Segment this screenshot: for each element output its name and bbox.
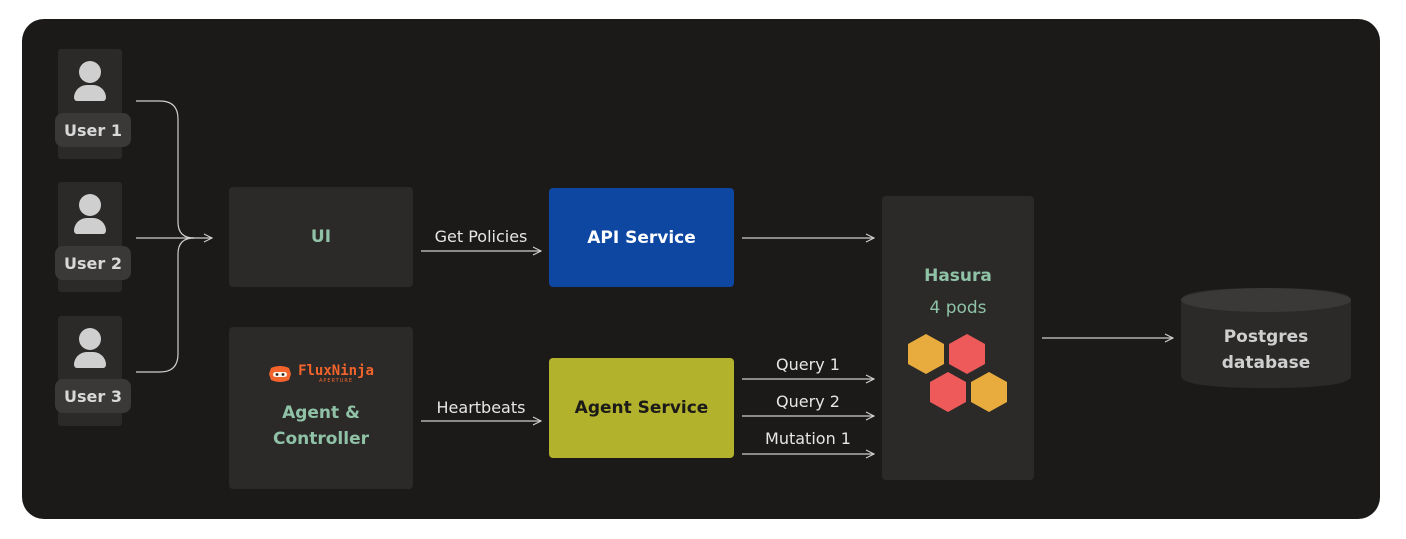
user-avatar-icon — [79, 61, 101, 83]
agent-service-node: Agent Service — [549, 358, 734, 458]
hasura-node: Hasura 4 pods — [882, 196, 1034, 480]
user-3-label: User 3 — [55, 379, 131, 413]
ninja-icon — [269, 366, 292, 382]
query2-label: Query 2 — [776, 392, 840, 411]
user-avatar-icon — [79, 194, 101, 216]
postgres-cylinder-icon — [1181, 288, 1351, 388]
user-1-label: User 1 — [55, 113, 131, 147]
agent-service-label: Agent Service — [574, 398, 709, 418]
pod-hex-3 — [930, 372, 966, 412]
pod-hex-1 — [908, 334, 944, 374]
ui-node-label: UI — [310, 227, 332, 247]
heartbeats-label: Heartbeats — [436, 398, 526, 417]
user-3-card: User 3 — [55, 316, 131, 426]
get-policies-label: Get Policies — [434, 227, 528, 246]
user3-connector — [136, 237, 195, 373]
user1-connector — [136, 100, 195, 239]
user-2-label: User 2 — [55, 246, 131, 280]
agent-controller-line1: Agent & — [282, 403, 360, 423]
user-avatar-icon — [79, 328, 101, 350]
pod-hex-2 — [949, 334, 985, 374]
ui-node: UI — [229, 187, 413, 287]
hasura-pods-icon — [908, 334, 1007, 412]
agent-controller-line2: Controller — [272, 429, 369, 449]
query1-label: Query 1 — [776, 355, 840, 374]
user-2-card: User 2 — [55, 182, 131, 292]
hasura-title: Hasura — [924, 266, 992, 286]
fluxninja-logo: FluxNinja APERTURE — [268, 364, 374, 384]
agent-controller-node: FluxNinja APERTURE Agent & Controller — [229, 327, 413, 489]
postgres-line1: Postgres — [1223, 327, 1309, 347]
api-service-node: API Service — [549, 188, 734, 287]
mutation1-label: Mutation 1 — [765, 429, 851, 448]
user-1-card: User 1 — [55, 49, 131, 159]
pod-hex-4 — [971, 372, 1007, 412]
postgres-line2: database — [1221, 353, 1311, 373]
logo-text: FluxNinja — [298, 363, 374, 379]
api-service-label: API Service — [587, 227, 696, 248]
logo-subtext: APERTURE — [318, 378, 354, 384]
hasura-subtitle: 4 pods — [929, 298, 987, 318]
postgres-node: Postgres database — [1180, 318, 1352, 382]
